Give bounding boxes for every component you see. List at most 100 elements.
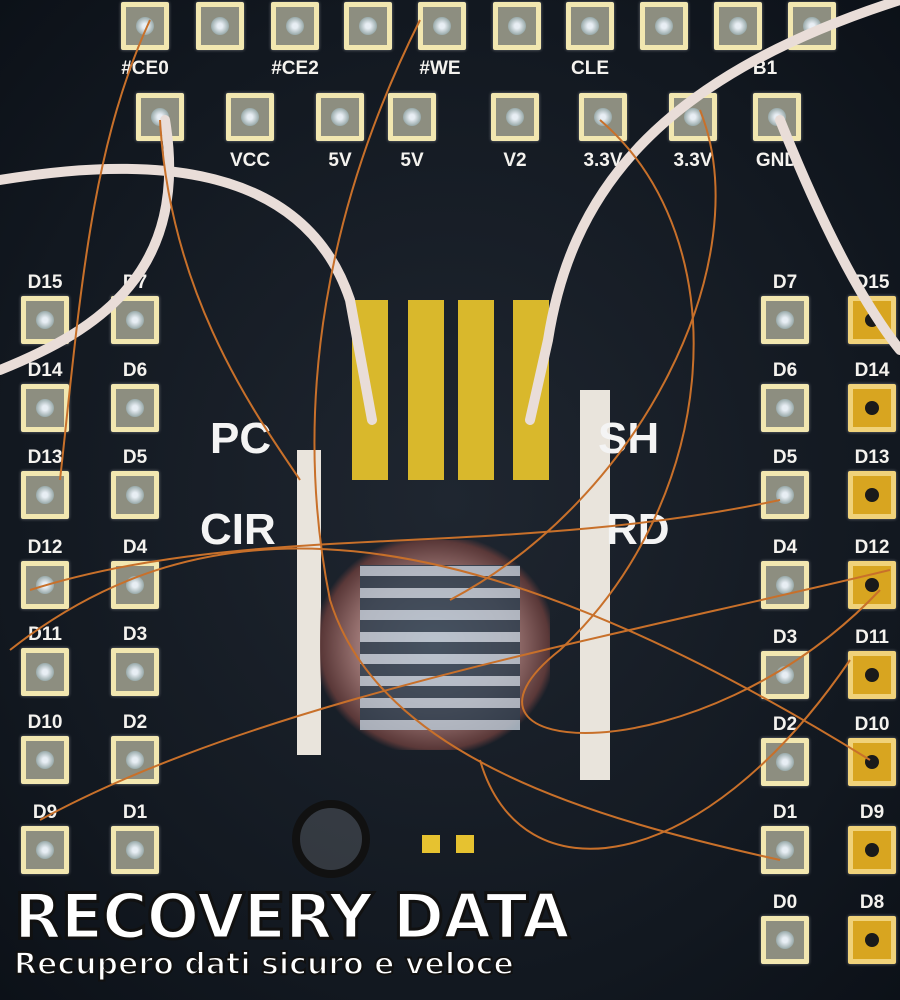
test-pad xyxy=(640,2,688,50)
pin-label: 5V xyxy=(328,150,352,171)
gold-test-pad xyxy=(848,738,896,786)
test-pad xyxy=(761,296,809,344)
test-pad xyxy=(111,384,159,432)
pin-label: 3.3V xyxy=(673,150,713,171)
test-pad xyxy=(111,826,159,874)
recovery-data-logo: RECOVERY DATA Recupero dati sicuro e vel… xyxy=(13,879,572,984)
test-pad xyxy=(491,93,539,141)
pin-label: D10 xyxy=(27,712,63,733)
pin-label: D7 xyxy=(772,272,798,293)
test-pad xyxy=(316,93,364,141)
pin-label: D14 xyxy=(27,360,63,381)
pin-label: D6 xyxy=(772,360,798,381)
silk-sh: SH xyxy=(598,414,660,463)
gold-test-pad xyxy=(848,471,896,519)
test-pad xyxy=(761,561,809,609)
white-wire xyxy=(0,115,175,375)
pin-label: D12 xyxy=(854,537,890,558)
test-pad xyxy=(111,296,159,344)
test-pad xyxy=(761,384,809,432)
pin-label: D13 xyxy=(854,447,890,468)
gold-finger xyxy=(408,300,444,480)
pin-label: D15 xyxy=(27,272,63,293)
test-pad xyxy=(761,826,809,874)
pin-label: D1 xyxy=(122,802,148,823)
test-pad xyxy=(21,384,69,432)
gold-finger xyxy=(513,300,549,480)
pin-label: D2 xyxy=(772,714,798,735)
copper-wire xyxy=(39,569,891,821)
pin-label: #WE xyxy=(419,58,461,79)
pin-label: D3 xyxy=(772,627,798,648)
gold-test-pad xyxy=(848,651,896,699)
pin-label: 3.3V xyxy=(583,150,623,171)
gold-test-pad xyxy=(848,561,896,609)
small-pad xyxy=(422,835,440,853)
test-pad xyxy=(761,471,809,519)
test-pad xyxy=(566,2,614,50)
test-pad xyxy=(111,648,159,696)
pin-label: D2 xyxy=(122,712,148,733)
pin-label: D4 xyxy=(122,537,148,558)
pin-label: D5 xyxy=(122,447,148,468)
test-pad xyxy=(579,93,627,141)
logo-magnifier-icon xyxy=(292,800,370,878)
pin-label: D12 xyxy=(27,537,63,558)
white-wire xyxy=(775,115,900,355)
test-pad xyxy=(111,736,159,784)
small-pad xyxy=(456,835,474,853)
test-pad xyxy=(226,93,274,141)
white-strip xyxy=(580,390,610,780)
pin-label: #CE2 xyxy=(271,58,319,79)
test-pad xyxy=(196,2,244,50)
copper-wire xyxy=(521,119,881,734)
test-pad xyxy=(21,736,69,784)
gold-test-pad xyxy=(848,916,896,964)
pin-label: D14 xyxy=(854,360,890,381)
logo-title: RECOVERY DATA xyxy=(13,879,572,955)
test-pad xyxy=(761,916,809,964)
test-pad xyxy=(271,2,319,50)
pin-label: D5 xyxy=(772,447,798,468)
test-pad xyxy=(344,2,392,50)
gold-test-pad xyxy=(848,384,896,432)
test-pad xyxy=(111,471,159,519)
copper-wire xyxy=(159,119,301,481)
pin-label: D11 xyxy=(855,627,889,648)
white-wire xyxy=(525,0,900,425)
copper-wire xyxy=(9,547,871,761)
pin-label: D1 xyxy=(772,802,798,823)
pin-label: D9 xyxy=(859,802,885,823)
pin-label: D0 xyxy=(772,892,798,913)
copper-wire xyxy=(449,109,717,601)
pin-label: V2 xyxy=(503,150,527,171)
copper-wire xyxy=(479,659,851,850)
pin-label: 5V xyxy=(400,150,424,171)
pin-label: D10 xyxy=(854,714,890,735)
pin-label: D6 xyxy=(122,360,148,381)
pin-label: D8 xyxy=(859,892,885,913)
pin-label: VCC xyxy=(229,150,271,171)
silk-rd: RD xyxy=(606,505,670,554)
gold-test-pad xyxy=(848,826,896,874)
pin-label: CLE xyxy=(571,58,609,79)
silk-cir: CIR xyxy=(200,505,276,554)
pin-label: D13 xyxy=(27,447,63,468)
test-pad xyxy=(714,2,762,50)
test-pad xyxy=(21,648,69,696)
pin-label: D4 xyxy=(772,537,798,558)
pin-label: D3 xyxy=(122,624,148,645)
copper-wire xyxy=(59,19,151,481)
pin-label: D9 xyxy=(32,802,58,823)
test-pad xyxy=(761,651,809,699)
gold-finger xyxy=(458,300,494,480)
logo-tagline: Recupero dati sicuro e veloce xyxy=(13,946,515,983)
test-pad xyxy=(21,826,69,874)
test-pad xyxy=(493,2,541,50)
chip-ball-grid xyxy=(360,565,520,730)
test-pad xyxy=(388,93,436,141)
test-pad xyxy=(418,2,466,50)
copper-wire xyxy=(29,499,781,591)
pin-label: GND xyxy=(755,150,799,171)
